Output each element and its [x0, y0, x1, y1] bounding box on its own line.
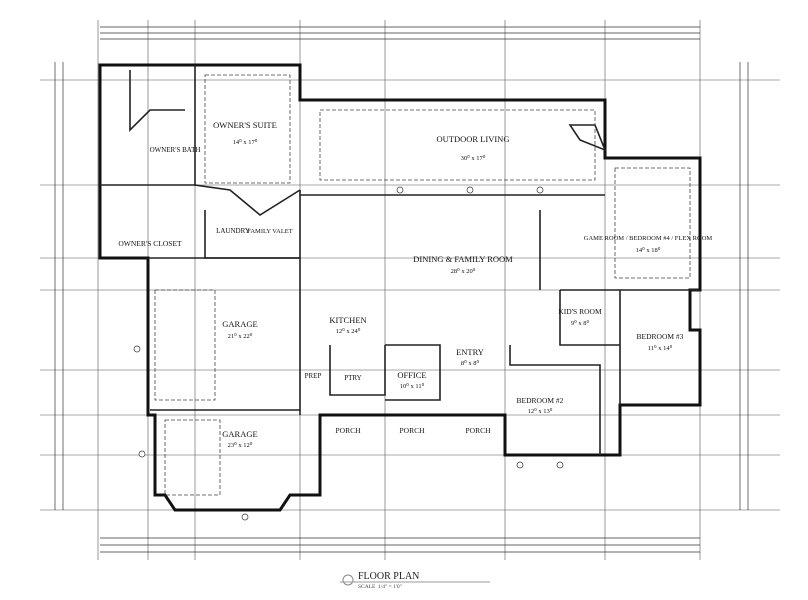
- room-name: OWNER'S BATH: [150, 146, 201, 154]
- room-size: 12⁰ x 13⁰: [528, 407, 553, 415]
- room-size: 12⁰ x 24⁰: [336, 327, 361, 335]
- drawing-title: FLOOR PLAN: [358, 571, 419, 582]
- room-garage-2: GARAGE 23⁰ x 12⁰: [222, 429, 257, 449]
- room-size: 11⁰ x 14⁰: [648, 344, 673, 352]
- scale-value: 1/4" = 1'0": [378, 584, 402, 590]
- room-owners-bath: OWNER'S BATH: [150, 146, 201, 154]
- room-size: 14⁰ x 17⁰: [233, 138, 258, 146]
- drawing-title-block: FLOOR PLAN SCALE 1/4" = 1'0": [340, 571, 490, 590]
- room-game-flex: GAME ROOM / BEDROOM #4 / FLEX ROOM 14⁰ x…: [584, 235, 713, 254]
- room-bedroom-3: BEDROOM #3 11⁰ x 14⁰: [637, 332, 684, 352]
- room-name: BEDROOM #3: [637, 332, 684, 341]
- dimension-lines: [54, 26, 749, 553]
- room-name: OWNER'S SUITE: [213, 120, 277, 130]
- room-outdoor-living: OUTDOOR LIVING 30⁰ x 17⁰: [437, 134, 510, 162]
- room-garage-1: GARAGE 21⁰ x 22⁰: [222, 319, 257, 340]
- room-name: GAME ROOM / BEDROOM #4 / FLEX ROOM: [584, 235, 713, 242]
- room-name: PTRY: [344, 374, 362, 382]
- room-name: FAMILY VALET: [247, 228, 293, 235]
- room-name: GARAGE: [222, 319, 257, 329]
- room-owners-closet: OWNER'S CLOSET: [118, 239, 182, 248]
- room-owners-suite: OWNER'S SUITE 14⁰ x 17⁰: [213, 120, 277, 146]
- room-size: 21⁰ x 22⁰: [228, 332, 253, 340]
- room-name: PORCH: [465, 426, 491, 435]
- room-kids: KID'S ROOM 9⁰ x 8⁰: [558, 307, 602, 327]
- room-porch-3: PORCH: [465, 426, 491, 435]
- room-name: BEDROOM #2: [517, 396, 564, 405]
- ceiling-outlines: [154, 74, 691, 496]
- room-laundry: LAUNDRY: [216, 227, 250, 235]
- room-prep: PREP: [305, 372, 322, 380]
- room-family-valet: FAMILY VALET: [247, 228, 293, 235]
- room-size: 8⁰ x 8⁰: [461, 359, 480, 367]
- room-name: KITCHEN: [329, 315, 366, 325]
- title-marker-icon: [342, 574, 354, 586]
- grid-bubbles: [133, 186, 564, 521]
- room-name: OUTDOOR LIVING: [437, 134, 510, 144]
- room-name: LAUNDRY: [216, 227, 250, 235]
- room-office: OFFICE 10⁰ x 11⁰: [397, 370, 426, 390]
- exterior-walls: [98, 63, 702, 512]
- room-name: PORCH: [335, 426, 361, 435]
- interior-walls: [100, 65, 700, 455]
- room-pantry: PTRY: [344, 374, 362, 382]
- room-name: KID'S ROOM: [558, 307, 602, 316]
- room-size: 10⁰ x 11⁰: [400, 382, 425, 390]
- room-name: OWNER'S CLOSET: [118, 239, 182, 248]
- room-name: DINING & FAMILY ROOM: [413, 254, 513, 264]
- room-kitchen: KITCHEN 12⁰ x 24⁰: [329, 315, 366, 335]
- room-dining-family: DINING & FAMILY ROOM 28⁰ x 20⁰: [413, 254, 513, 275]
- scale-label: SCALE: [358, 584, 376, 590]
- room-porch-1: PORCH: [335, 426, 361, 435]
- room-size: 28⁰ x 20⁰: [451, 267, 476, 275]
- room-name: PREP: [305, 372, 322, 380]
- room-name: PORCH: [399, 426, 425, 435]
- room-size: 23⁰ x 12⁰: [228, 441, 253, 449]
- room-porch-2: PORCH: [399, 426, 425, 435]
- room-size: 14⁰ x 18⁰: [636, 246, 661, 254]
- room-size: 30⁰ x 17⁰: [461, 154, 486, 162]
- room-bedroom-2: BEDROOM #2 12⁰ x 13⁰: [517, 396, 564, 415]
- room-entry: ENTRY 8⁰ x 8⁰: [456, 347, 484, 367]
- room-size: 9⁰ x 8⁰: [571, 319, 590, 327]
- room-name: OFFICE: [397, 370, 426, 380]
- room-name: ENTRY: [456, 347, 484, 357]
- room-name: GARAGE: [222, 429, 257, 439]
